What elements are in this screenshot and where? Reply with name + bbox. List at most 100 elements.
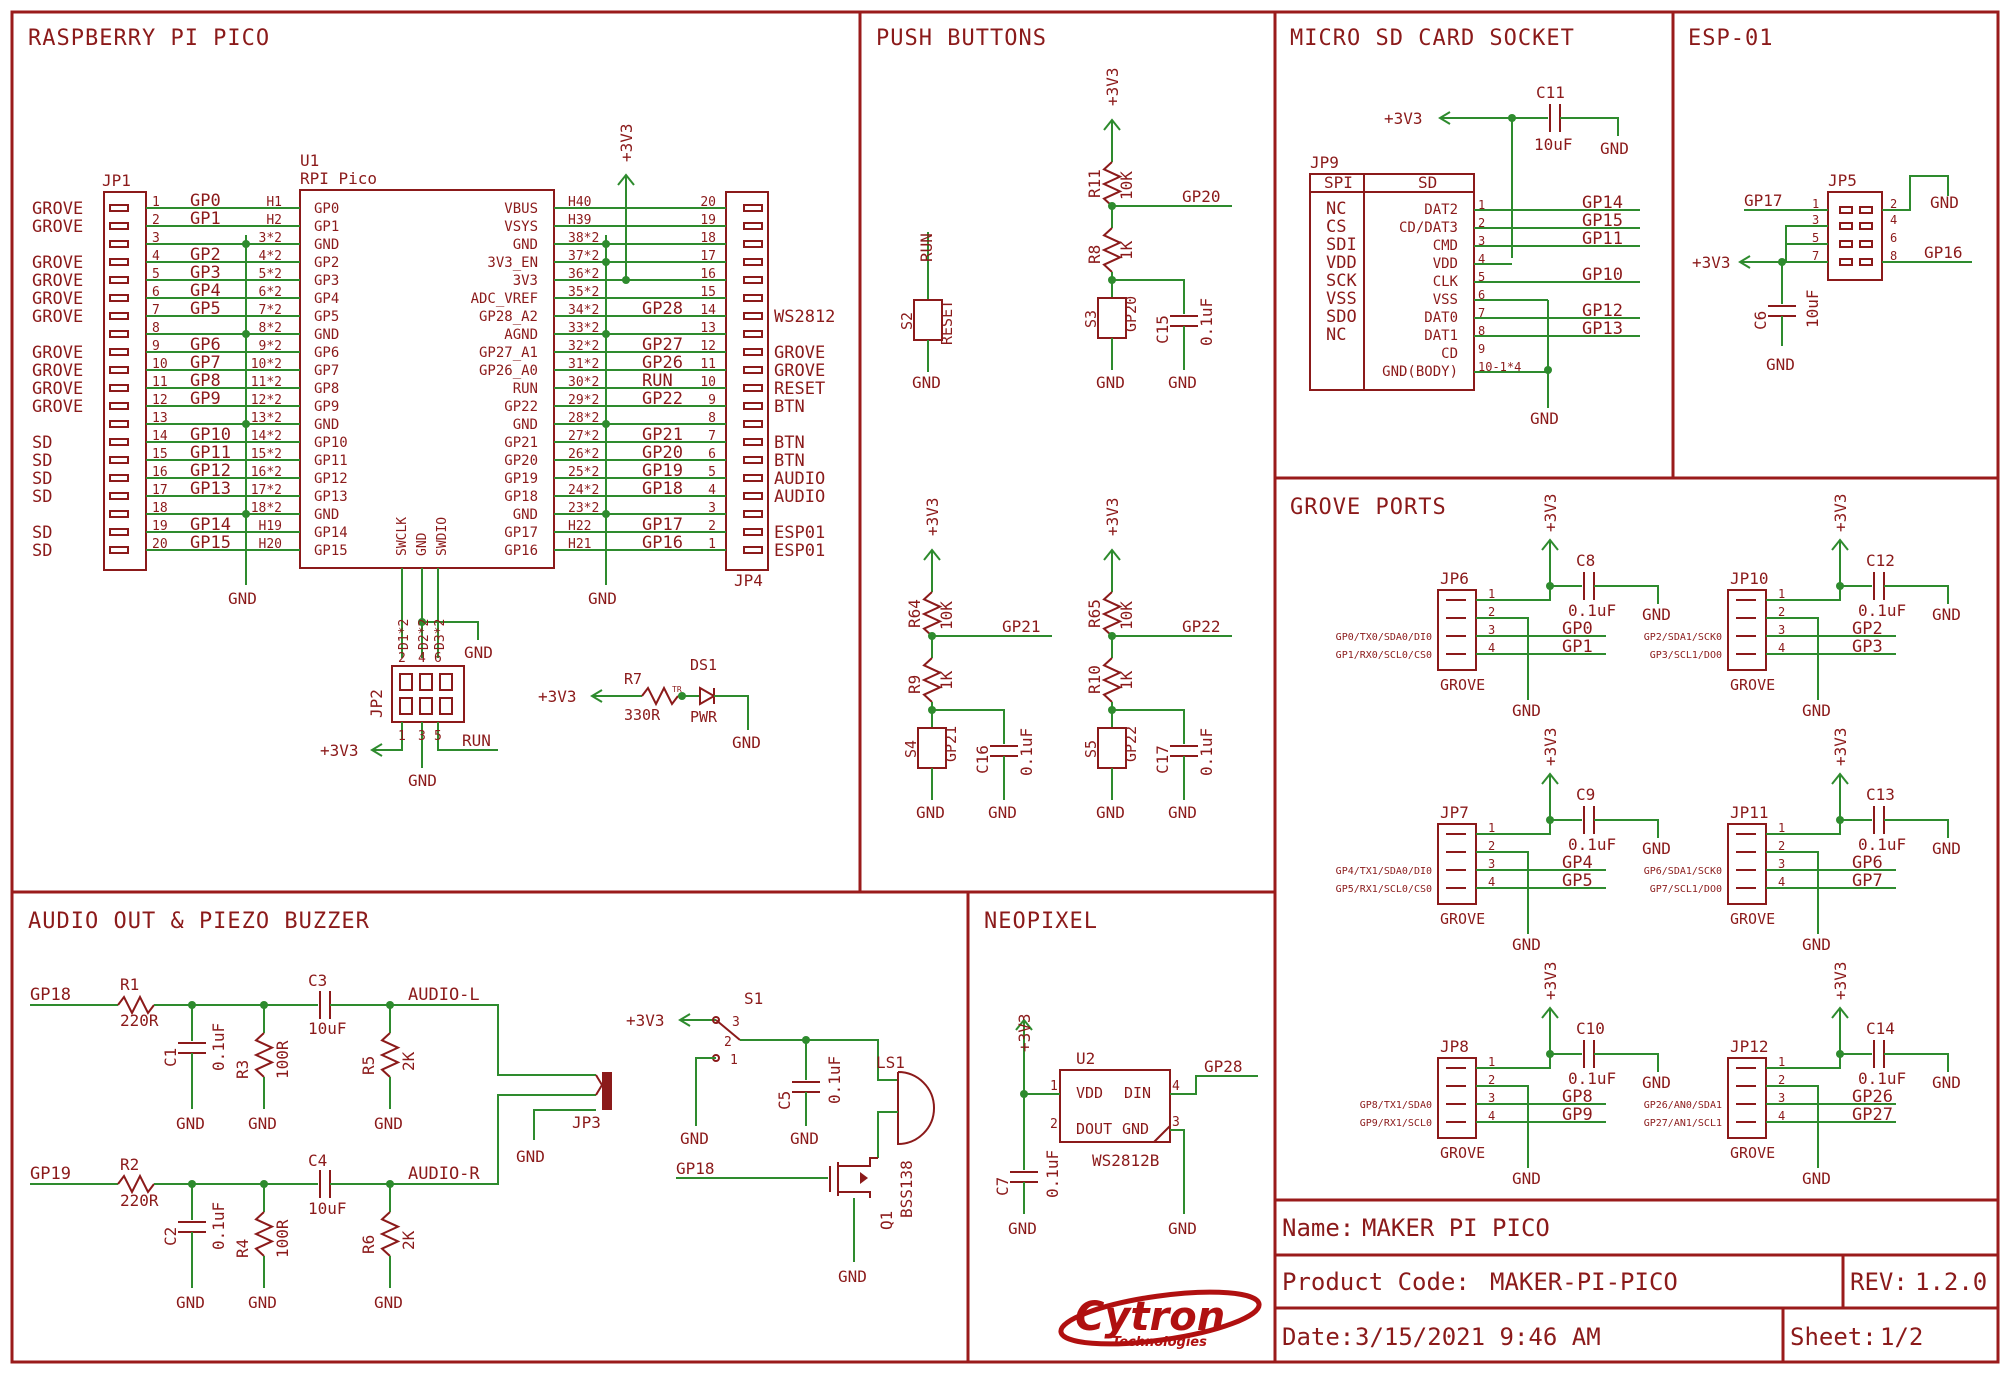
jp1-net-label: GP13 bbox=[190, 479, 231, 499]
jp1-function-label: GROVE bbox=[32, 289, 83, 309]
grove-function-1: GP4/TX1/SDA0/DI0 bbox=[1336, 866, 1432, 877]
buttons-section: RUN S2 RESET GND bbox=[898, 232, 956, 392]
c15-value: 0.1uF bbox=[1197, 298, 1216, 346]
gnd-label-jp2: GND bbox=[408, 771, 437, 790]
gnd-label-grove: GND bbox=[1512, 701, 1541, 720]
u1-pin-left: GP13 bbox=[314, 489, 348, 505]
u1-pin-right: GND bbox=[513, 507, 538, 523]
gnd-label-cap: GND bbox=[1168, 373, 1197, 392]
v33-label-grove: +3V3 bbox=[1541, 961, 1560, 1000]
jp1-net-label: GP2 bbox=[190, 245, 221, 265]
u1-pad-right: 25*2 bbox=[568, 465, 599, 480]
sd-pin-number: 9 bbox=[1478, 342, 1485, 356]
jp5-pin-left: 7 bbox=[1812, 249, 1819, 263]
grove-pin-number: 3 bbox=[1488, 623, 1495, 637]
grove-net-1: GP4 bbox=[1562, 853, 1593, 873]
section-title-grove: GROVE PORTS bbox=[1290, 495, 1447, 520]
c11-designator: C11 bbox=[1536, 83, 1565, 102]
grove-pin-number: 2 bbox=[1778, 1073, 1785, 1087]
u1-pad-left: 13*2 bbox=[251, 411, 282, 426]
u1-pin-left: GP2 bbox=[314, 255, 339, 271]
u1-pin-left: GP12 bbox=[314, 471, 348, 487]
u1-pad-right: 29*2 bbox=[568, 393, 599, 408]
u1-pin-right: VSYS bbox=[504, 219, 538, 235]
u1-pad-left: 3*2 bbox=[259, 231, 282, 246]
jp4-pin-number: 5 bbox=[708, 465, 716, 480]
jp4-net-label: GP26 bbox=[642, 353, 683, 373]
grove-cap-designator: C10 bbox=[1576, 1019, 1605, 1038]
u1-pad-left: 8*2 bbox=[259, 321, 282, 336]
jp1-pin-number: 14 bbox=[152, 429, 168, 444]
gnd-label-grove-cap: GND bbox=[1642, 839, 1671, 858]
jp1-pin-number: 11 bbox=[152, 375, 168, 390]
revision: 1.2.0 bbox=[1915, 1268, 1987, 1296]
u1-pad-right: 27*2 bbox=[568, 429, 599, 444]
u1-pin-right: AGND bbox=[504, 327, 538, 343]
gnd-label-swd: GND bbox=[464, 643, 493, 662]
v33-label-sd: +3V3 bbox=[1384, 109, 1423, 128]
jp1-function-label: GROVE bbox=[32, 379, 83, 399]
neopixel-section: U2 VDD DIN DOUT GND WS2812B 1 2 3 4 GP28… bbox=[993, 1013, 1258, 1238]
jp2-pin-bottom: 1 bbox=[398, 729, 406, 744]
c15-designator: C15 bbox=[1153, 315, 1172, 344]
audio-r-net: AUDIO-R bbox=[408, 1164, 480, 1184]
sd-header-spi: SPI bbox=[1324, 173, 1353, 192]
sd-pin-number: 3 bbox=[1478, 234, 1485, 248]
u1-pin-left: GP11 bbox=[314, 453, 348, 469]
title-block: Name: MAKER PI PICO Product Code: MAKER-… bbox=[1282, 1214, 1987, 1351]
s1-pin-3: 3 bbox=[732, 1015, 740, 1030]
grove-net-2: GP27 bbox=[1852, 1105, 1893, 1125]
u1-pin-right: GP16 bbox=[504, 543, 538, 559]
jp1-net-label: GP12 bbox=[190, 461, 231, 481]
grove-pin-number: 3 bbox=[1778, 623, 1785, 637]
grove-connector-body bbox=[1727, 589, 1767, 671]
r5-value: 2K bbox=[399, 1051, 418, 1071]
jp4-function-label: GROVE bbox=[774, 343, 825, 363]
pico-section: JP1 U1 RPI Pico JP4 +3V3 GND GND GND JP2… bbox=[102, 123, 769, 790]
u1-pad-left: 14*2 bbox=[251, 429, 282, 444]
u1-pin-right: GP21 bbox=[504, 435, 538, 451]
sheet-number: 1/2 bbox=[1880, 1323, 1923, 1351]
jp1-pin-number: 7 bbox=[152, 303, 160, 318]
section-title-neopixel: NEOPIXEL bbox=[984, 909, 1098, 934]
jp4-pin-number: 12 bbox=[700, 339, 716, 354]
sd-pin-name: DAT2 bbox=[1424, 202, 1458, 218]
jp4-pin-number: 7 bbox=[708, 429, 716, 444]
gnd-label-grove: GND bbox=[1802, 1169, 1831, 1188]
r3-value: 100R bbox=[273, 1040, 292, 1079]
grove-function-1: GP8/TX1/SDA0 bbox=[1360, 1100, 1432, 1111]
c2-designator: C2 bbox=[161, 1227, 180, 1246]
grove-function-2: GP7/SCL1/DO0 bbox=[1650, 884, 1722, 895]
u1-pin-right: 3V3 bbox=[513, 273, 538, 289]
s1-pin-1: 1 bbox=[730, 1053, 738, 1068]
u1-swd-pin: SWCLK bbox=[395, 517, 410, 556]
gnd-label-grove-cap: GND bbox=[1932, 605, 1961, 624]
grove-cap-value: 0.1uF bbox=[1568, 835, 1616, 854]
u1-pad-right: 36*2 bbox=[568, 267, 599, 282]
u1-pin-left: GND bbox=[314, 507, 339, 523]
jp3-designator: JP3 bbox=[572, 1113, 601, 1132]
s2-designator: S2 bbox=[898, 312, 916, 330]
jp4-pin-number: 10 bbox=[700, 375, 716, 390]
jp4-function-label: BTN bbox=[774, 433, 805, 453]
jp1-function-label: GROVE bbox=[32, 307, 83, 327]
jp4-pin-number: 17 bbox=[700, 249, 716, 264]
v33-label-neo: +3V3 bbox=[1015, 1013, 1034, 1052]
jp2-pin-top: 4 bbox=[418, 651, 426, 666]
jp1-pin-number: 6 bbox=[152, 285, 160, 300]
u2-body bbox=[1059, 1069, 1171, 1143]
jp5-pin-right: 6 bbox=[1890, 231, 1897, 245]
gnd-label-button: GND bbox=[1096, 803, 1125, 822]
jp1-pin-number: 19 bbox=[152, 519, 168, 534]
sd-pin-number: 10-1*4 bbox=[1478, 360, 1521, 374]
grove-cap-designator: C13 bbox=[1866, 785, 1895, 804]
jp4-function-label: AUDIO bbox=[774, 487, 825, 507]
jp4-pin-number: 9 bbox=[708, 393, 716, 408]
gnd-label-cap: GND bbox=[1168, 803, 1197, 822]
v33-label-button: +3V3 bbox=[1103, 67, 1122, 106]
gnd-label-button: GND bbox=[1096, 373, 1125, 392]
jp5-pin-left: 3 bbox=[1812, 213, 1819, 227]
jp1-function-label: GROVE bbox=[32, 361, 83, 381]
